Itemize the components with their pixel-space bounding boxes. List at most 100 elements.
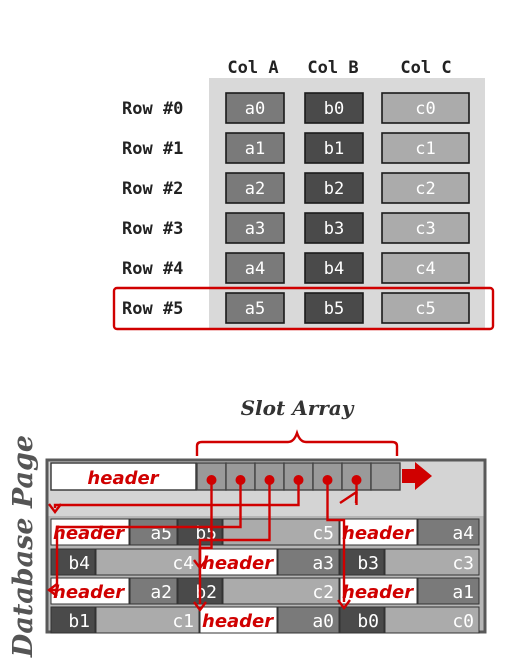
tuple-value-text: a2 — [150, 582, 172, 603]
tuple-value-text: a3 — [312, 553, 334, 574]
row-label: Row #0 — [122, 99, 183, 119]
cell-value: b5 — [324, 299, 344, 319]
tuple-value — [222, 577, 340, 605]
table-cell — [304, 212, 364, 244]
tuple-value-text: c4 — [172, 553, 194, 574]
tuple-value — [50, 548, 96, 576]
tuple-value — [95, 548, 200, 576]
row-label: Row #5 — [122, 299, 183, 319]
cell-value: c4 — [415, 259, 435, 279]
table-cell — [304, 92, 364, 124]
table-cell — [304, 172, 364, 204]
tuple-header-text: header — [342, 523, 414, 544]
tuple-value-text: a5 — [150, 523, 172, 544]
table-cell — [304, 132, 364, 164]
tuple-value — [417, 577, 480, 605]
page-header-block — [50, 462, 197, 491]
tuple-value — [417, 518, 480, 546]
slot-pointer-line — [198, 480, 271, 562]
slot-pointer-line — [326, 480, 346, 602]
cell-value: b4 — [324, 259, 344, 279]
pointer-arrowhead — [337, 599, 351, 610]
tuple-header — [339, 577, 418, 605]
column-header: Col B — [307, 58, 358, 78]
tuple-value — [384, 606, 480, 634]
tuple-value-text: b4 — [68, 553, 90, 574]
tuple-value — [277, 606, 340, 634]
cell-value: a4 — [245, 259, 265, 279]
tuple-value-text: c5 — [312, 523, 334, 544]
table-cell — [381, 292, 470, 324]
tuple-value-text: a1 — [452, 582, 474, 603]
table-cell — [304, 292, 364, 324]
cell-value: a0 — [245, 99, 265, 119]
tuple-value-text: c2 — [312, 582, 334, 603]
tuple-header — [50, 518, 130, 546]
cell-value: b2 — [324, 179, 344, 199]
row-label: Row #3 — [122, 219, 183, 239]
row-label: Row #4 — [122, 259, 183, 279]
tuple-header-text: header — [53, 582, 125, 603]
slot-pointer-line — [53, 480, 300, 508]
cell-value: c3 — [415, 219, 435, 239]
table-cell — [381, 212, 470, 244]
tuple-header — [50, 577, 130, 605]
slot-pointer-dot — [351, 475, 362, 485]
slot-pointers — [47, 480, 358, 612]
tuple-header-text: header — [202, 611, 274, 632]
slot-pointer-dot — [264, 475, 275, 485]
table-cell — [225, 92, 285, 124]
cell-value: b0 — [324, 99, 344, 119]
tuple-value-text: c1 — [172, 611, 194, 632]
cell-value: b3 — [324, 219, 344, 239]
tuple-value — [129, 577, 178, 605]
tuple-header-text: header — [202, 553, 274, 574]
table-cell — [225, 252, 285, 284]
slot-pointer-line — [49, 480, 242, 592]
slot-pointer-dot — [293, 475, 304, 485]
slot-pointer-dot — [206, 475, 217, 485]
table-cell — [225, 212, 285, 244]
table-cell — [304, 252, 364, 284]
tuple-header-text: header — [342, 582, 414, 603]
table-cell — [381, 92, 470, 124]
row-label: Row #2 — [122, 179, 183, 199]
tuple-header-text: header — [53, 523, 125, 544]
tuple-header — [339, 518, 418, 546]
page-header-text: header — [87, 468, 159, 489]
tuple-value — [129, 518, 178, 546]
slot-pointer-dot — [322, 475, 333, 485]
tuple-value — [384, 548, 480, 576]
table-cell — [225, 132, 285, 164]
cell-value: c2 — [415, 179, 435, 199]
tuple-value — [50, 606, 96, 634]
table-cell — [225, 292, 285, 324]
row-highlight-box — [112, 286, 495, 331]
slot-pointer-line — [339, 491, 358, 504]
cell-value: c1 — [415, 139, 435, 159]
cell-value: b1 — [324, 139, 344, 159]
slot-pointer-dot — [235, 475, 246, 485]
slot-growth-arrow — [402, 462, 432, 490]
tuple-value — [277, 548, 340, 576]
tuple-value-text: c0 — [452, 611, 474, 632]
row-label: Row #1 — [122, 139, 183, 159]
pointer-arrowhead — [48, 503, 62, 514]
pointer-arrowhead — [193, 601, 207, 612]
tuple-value-text: c3 — [452, 553, 474, 574]
cell-value: a2 — [245, 179, 265, 199]
tuple-value-text: b2 — [195, 582, 217, 603]
tuple-value-text: a4 — [452, 523, 474, 544]
column-header: Col A — [227, 58, 278, 78]
tuple-value — [339, 606, 385, 634]
tuple-header — [199, 606, 278, 634]
tuple-value-text: b3 — [357, 553, 379, 574]
tuple-value-text: b1 — [68, 611, 90, 632]
slot-cell — [370, 462, 401, 491]
slot-array-label: Slot Array — [241, 396, 355, 420]
pointer-arrowhead — [193, 559, 207, 570]
cell-value: a1 — [245, 139, 265, 159]
